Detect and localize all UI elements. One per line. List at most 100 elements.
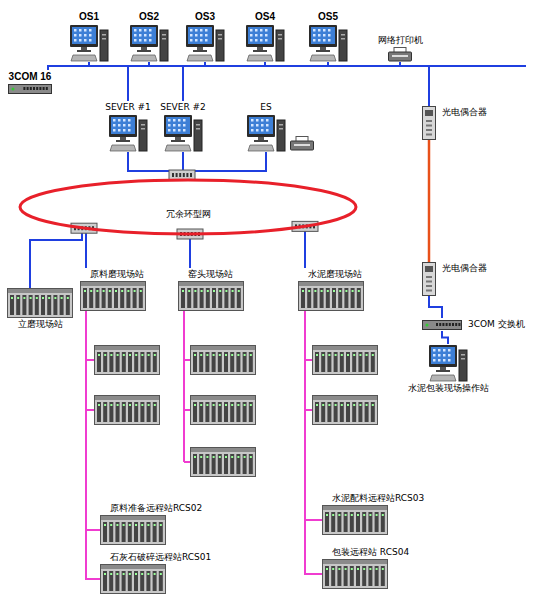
- device-icon: [246, 114, 286, 152]
- rack-symbol: [191, 346, 256, 375]
- device-icon: [245, 24, 285, 62]
- icon-box: [322, 559, 388, 589]
- remote-station: 石灰石破碎远程站RCS01: [100, 551, 211, 594]
- device-label: 水泥包装现场操作站: [408, 382, 489, 395]
- network-link: [128, 152, 182, 180]
- field-station: 窑头现场站: [178, 268, 244, 311]
- printer-symbol: [291, 137, 314, 151]
- network-printer: 网络打印机: [378, 34, 423, 62]
- device-label: 水泥配料远程站RCS03: [322, 492, 424, 505]
- redundant-ring: 冗余环型网: [18, 178, 358, 236]
- icon-box: [185, 24, 225, 62]
- device-label: 原料磨现场站: [80, 268, 144, 281]
- bus-stub: [305, 359, 312, 361]
- operator-station: OS4: [245, 10, 285, 62]
- device-label: OS2: [139, 10, 159, 24]
- network-link: [304, 226, 306, 268]
- rack-symbol: [313, 396, 378, 425]
- icon-box: [298, 281, 364, 311]
- device-icon: [322, 559, 388, 589]
- rack-symbol: [95, 396, 160, 425]
- icon-box: [100, 515, 166, 545]
- network-switch: 3COM 16: [8, 70, 52, 94]
- icon-box: [422, 106, 436, 140]
- network-link: [429, 296, 442, 318]
- bus-stub: [184, 409, 190, 411]
- icon-box: [80, 281, 146, 311]
- device-label: ES: [260, 101, 271, 114]
- remote-station: 原料准备远程站RCS02: [100, 502, 202, 545]
- device-label: OS5: [318, 10, 338, 24]
- operator-station: OS2: [129, 10, 169, 62]
- icon-box: [69, 24, 109, 62]
- device-icon: [8, 84, 52, 94]
- device-icon: [100, 515, 166, 545]
- icon-box: [178, 281, 244, 311]
- operator-station: OS1: [69, 10, 109, 62]
- device-icon: [80, 281, 146, 311]
- icon-box: [388, 47, 412, 62]
- icon-box: [308, 24, 348, 62]
- operator-station: OS5: [308, 10, 348, 62]
- device-label: 光电偶合器: [442, 106, 487, 119]
- optical-coupler: 光电偶合器: [422, 106, 487, 140]
- icon-box: [163, 114, 203, 152]
- device-icon: [69, 24, 109, 62]
- bus-line: [48, 65, 526, 67]
- device-label: 光电偶合器: [442, 262, 487, 275]
- operator-station: 水泥包装现场操作站: [408, 344, 489, 395]
- device-icon: [178, 281, 244, 311]
- bus-stub: [184, 359, 190, 361]
- device-icon: [108, 114, 148, 152]
- device-icon: [298, 281, 364, 311]
- icon-box: [129, 24, 169, 62]
- device-label: 立磨现场站: [18, 318, 63, 331]
- icon-box: [322, 505, 388, 535]
- network-link: [48, 66, 183, 101]
- device-label: 原料准备远程站RCS02: [100, 502, 202, 515]
- device-label: OS3: [195, 10, 215, 24]
- icon-box: [8, 84, 52, 94]
- device-icon: [163, 114, 203, 152]
- optical-coupler: 光电偶合器: [422, 262, 487, 296]
- device-icon: [422, 106, 436, 140]
- icon-box: [422, 262, 436, 296]
- device-icon: [388, 47, 412, 62]
- field-station: 立磨现场站: [7, 288, 73, 331]
- ring-outline: [18, 178, 358, 236]
- rack-symbol: [95, 346, 160, 375]
- device-icon: [100, 564, 166, 594]
- icon-box: [100, 564, 166, 594]
- icon-box: [245, 24, 285, 62]
- network-link: [48, 66, 429, 106]
- bus-stub: [305, 409, 312, 411]
- device-icon: [185, 24, 225, 62]
- network-link: [85, 228, 87, 268]
- device-label: 3COM 16: [9, 70, 52, 84]
- device-icon: [308, 24, 348, 62]
- device-label: SEVER #2: [160, 101, 206, 114]
- icon-box: [428, 344, 468, 382]
- rack-symbol: [313, 346, 378, 375]
- device-label: OS1: [79, 10, 99, 24]
- device-icon: [422, 320, 462, 330]
- operator-station: OS3: [185, 10, 225, 62]
- bus-stub: [184, 461, 190, 463]
- field-station: 水泥磨现场站: [298, 268, 364, 311]
- network-link: [442, 331, 448, 344]
- network-switch: 3COM 交换机: [422, 318, 525, 331]
- network-link: [48, 66, 128, 101]
- rack-symbol: [191, 396, 256, 425]
- field-station: 原料磨现场站: [80, 268, 146, 311]
- device-label: SEVER #1: [105, 101, 151, 114]
- network-link: [428, 140, 431, 262]
- device-icon: [428, 344, 468, 382]
- engineer-station: ES: [246, 101, 286, 152]
- device-icon: [422, 262, 436, 296]
- server: SEVER #1: [105, 101, 151, 152]
- bus-stub: [86, 359, 94, 361]
- icon-box: [422, 320, 462, 330]
- device-icon: [7, 288, 73, 318]
- remote-station: 包装远程站 RCS04: [322, 546, 409, 589]
- device-label: 包装远程站 RCS04: [322, 546, 409, 559]
